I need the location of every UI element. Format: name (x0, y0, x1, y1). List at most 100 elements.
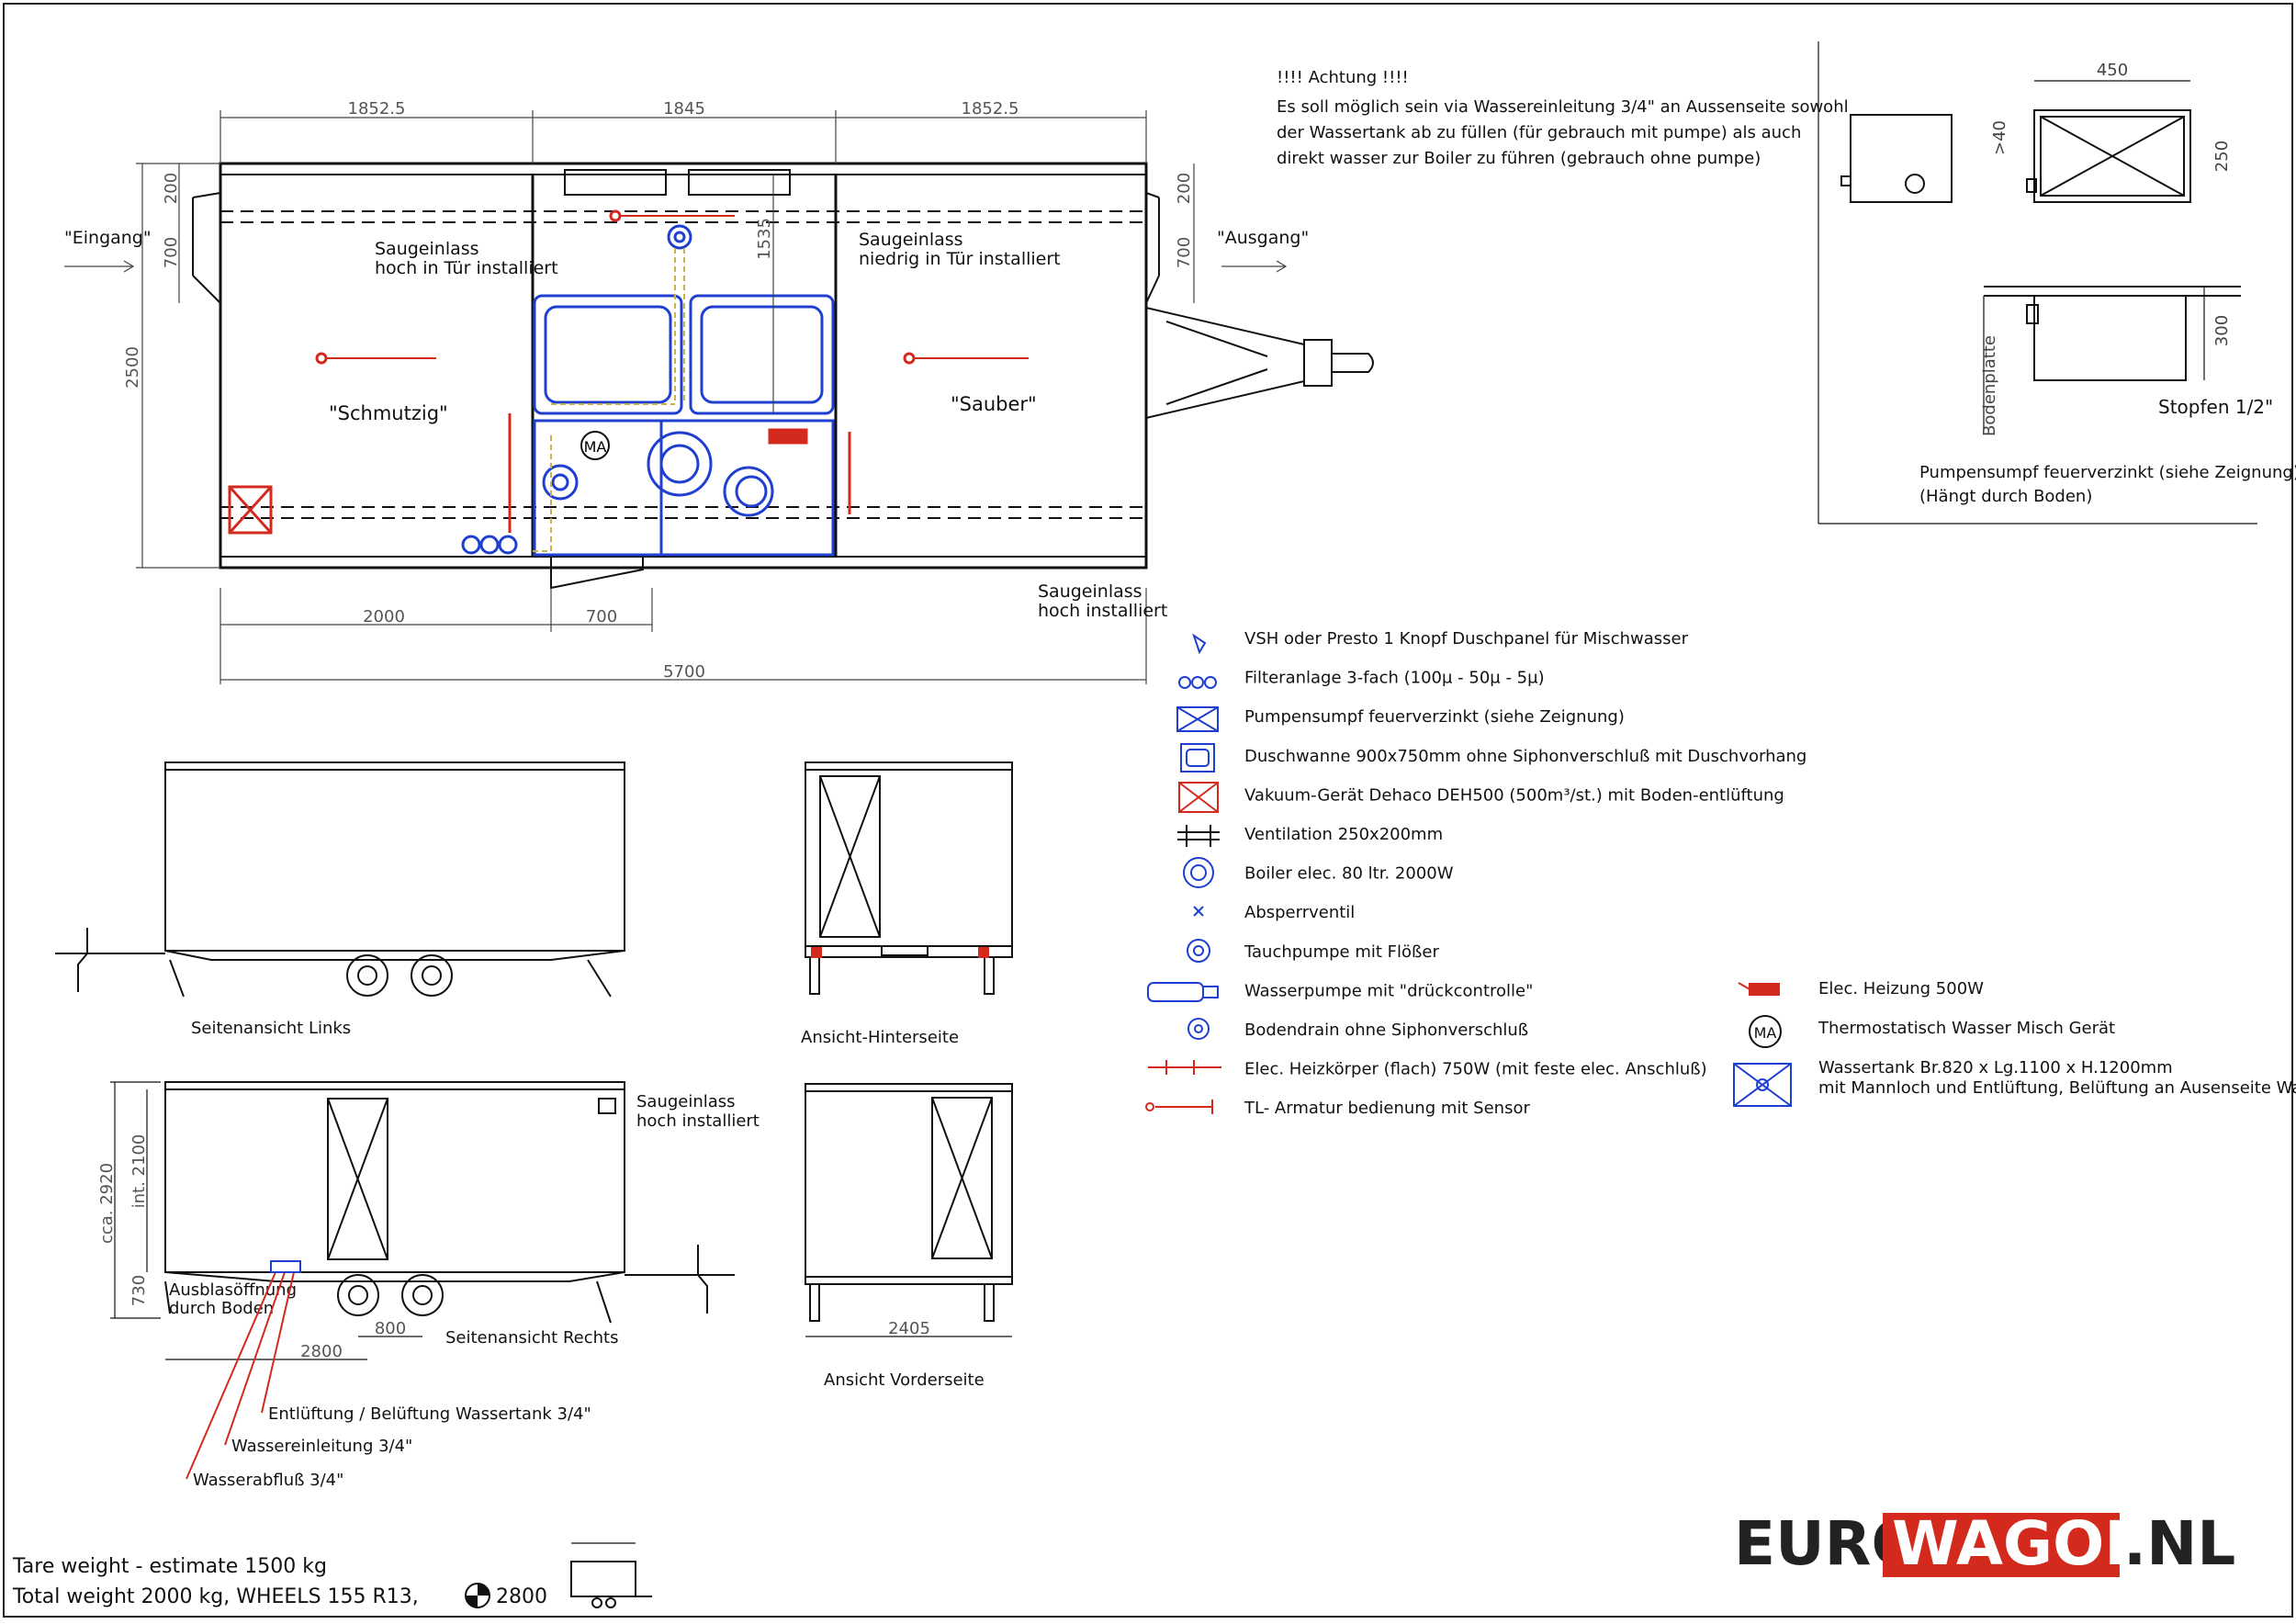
dim-800: 800 (375, 1319, 406, 1338)
submersible-pump-icon (1187, 939, 1210, 963)
legend-label-ventilation: Ventilation 250x200mm (1244, 825, 1443, 844)
side-saug-2: hoch installiert (636, 1111, 760, 1131)
saug-right-1: Saugeinlass (859, 230, 963, 250)
saug-left-2: hoch in Tür installiert (375, 258, 558, 278)
tank-dim-450: 450 (2097, 61, 2128, 80)
dim-right-700: 700 (1175, 237, 1194, 268)
eurowagon-logo: EURO WAGON .NL (1734, 1508, 2235, 1579)
callout-lines (186, 1260, 301, 1480)
tank-dim-40: >40 (1990, 120, 2009, 155)
trailer-thumbnail (570, 1542, 652, 1608)
legend-label-heater-flat: Elec. Heizkörper (flach) 750W (mit feste… (1244, 1060, 1707, 1079)
schmutzig-label: "Schmutzig" (329, 402, 448, 424)
tank-caption-1: Pumpensumpf feuerverzinkt (siehe Zeignun… (1919, 463, 2296, 482)
plan-dimension-text: 1852.5 1845 1852.5 200 700 2500 200 700 … (123, 99, 1194, 682)
vacuum-device-icon (1178, 782, 1219, 813)
dim-2800: 2800 (300, 1342, 343, 1361)
achtung-line-2: der Wassertank ab zu füllen (für gebrauc… (1277, 123, 1801, 142)
water-pump-icon (1147, 982, 1219, 1002)
callout-text: Entlüftung / Belüftung Wassertank 3/4" W… (193, 1404, 591, 1490)
rear-caption: Ansicht-Hinterseite (801, 1028, 959, 1047)
side-right-text: Saugeinlass hoch installiert Ausblasöffn… (97, 1092, 760, 1361)
achtung-title: !!!! Achtung !!!! (1277, 68, 1409, 87)
legend-label-submersible-pump: Tauchpumpe mit Flößer (1244, 942, 1439, 962)
legend-label-vacuum-device: Vakuum-Gerät Dehaco DEH500 (500m³/st.) m… (1244, 785, 1784, 805)
footer: Tare weight - estimate 1500 kg Total wei… (12, 1555, 547, 1608)
tank-dim-250: 250 (2212, 141, 2232, 172)
side-right-caption: Seitenansicht Rechts (445, 1328, 618, 1348)
tank-bodenplatte: Bodenplatte (1980, 335, 1999, 436)
heater-500w-icon (1738, 982, 1780, 996)
shower-tray-icon (1180, 743, 1215, 773)
front-view (805, 1083, 1013, 1337)
tl-fitting-icon (1145, 1100, 1213, 1114)
legend-label-shower-panel: VSH oder Presto 1 Knopf Duschpanel für M… (1244, 629, 1689, 648)
boiler-icon (1183, 857, 1214, 888)
tank-dim-300: 300 (2212, 315, 2232, 346)
mixer-ma-label: MA (1754, 1024, 1777, 1042)
legend-label-filter: Filteranlage 3-fach (100µ - 50µ - 5µ) (1244, 669, 1545, 688)
callout-einleitung: Wassereinleitung 3/4" (231, 1437, 412, 1456)
dim-2100: int. 2100 (129, 1134, 149, 1209)
dim-left-700: 700 (162, 237, 181, 268)
legend-right-tank-1: Wassertank Br.820 x Lg.1100 x H.1200mm (1818, 1058, 2173, 1077)
shower-fixtures (461, 224, 835, 557)
dim-2405: 2405 (888, 1319, 930, 1338)
side-view-left (55, 761, 625, 998)
ma-symbol: MA (580, 431, 610, 460)
legend-right-heater: Elec. Heizung 500W (1818, 979, 1984, 998)
tank-detail (1818, 41, 2257, 524)
legend-label-boiler: Boiler elec. 80 ltr. 2000W (1244, 864, 1454, 884)
logo-red-box (1883, 1513, 2120, 1577)
saug-bottom-2: hoch installiert (1038, 601, 1167, 621)
achtung-line-3: direkt wasser zur Boiler zu führen (gebr… (1277, 149, 1761, 168)
dim-inner-1535: 1535 (755, 218, 774, 260)
ma-label: MA (584, 438, 607, 456)
tank-detail-text: 450 >40 250 300 Bodenplatte Stopfen 1/2"… (1919, 61, 2296, 506)
legend-label-shutoff-valve: Absperrventil (1244, 903, 1355, 922)
tank-caption-2: (Hängt durch Boden) (1919, 487, 2092, 506)
sauber-label: "Sauber" (951, 393, 1037, 415)
callout-abfluss: Wasserabfluß 3/4" (193, 1471, 343, 1490)
shutoff-valve-icon (1193, 906, 1204, 917)
legend-right-tank-2: mit Mannloch und Entlüftung, Belüftung a… (1818, 1078, 2296, 1098)
red-heaters (228, 209, 1029, 535)
eingang-label: "Eingang" (64, 228, 152, 248)
footer-line-2: Total weight 2000 kg, WHEELS 155 R13, (12, 1585, 419, 1608)
legend-label-water-pump: Wasserpumpe mit "drückcontrolle" (1244, 981, 1533, 1000)
dim-right-200: 200 (1175, 173, 1194, 204)
achtung-line-1: Es soll möglich sein via Wassereinleitun… (1277, 97, 1849, 117)
side-left-caption: Seitenansicht Links (191, 1019, 351, 1038)
legend-right-mixer: Thermostatisch Wasser Misch Gerät (1818, 1019, 2115, 1038)
sheet-border (3, 3, 2293, 1618)
wheel-icon-fill (466, 1584, 490, 1607)
dim-top-3: 1852.5 (962, 99, 1019, 118)
ausblas-1: Ausblasöffnung (169, 1280, 297, 1300)
legend-right: Elec. Heizung 500W MA Thermostatisch Was… (1754, 979, 2296, 1098)
rear-view (805, 761, 1013, 995)
dim-bottom-5700: 5700 (663, 662, 705, 682)
ventilation-icon (1177, 825, 1220, 847)
filter-icon (1178, 676, 1217, 689)
saug-bottom-1: Saugeinlass (1038, 581, 1142, 602)
dim-top-2: 1845 (663, 99, 705, 118)
tank-stopfen: Stopfen 1/2" (2158, 396, 2273, 418)
side-saug-1: Saugeinlass (636, 1092, 736, 1111)
water-tank-icon (1733, 1063, 1792, 1107)
saug-right-2: niedrig in Tür installiert (859, 249, 1061, 269)
dim-top-1: 1852.5 (348, 99, 406, 118)
dim-bottom-2000: 2000 (363, 607, 405, 626)
front-view-text: 2405 Ansicht Vorderseite (824, 1319, 985, 1390)
ausgang-label: "Ausgang" (1217, 228, 1309, 248)
side-view-right (110, 1081, 735, 1360)
dim-bottom-700: 700 (586, 607, 617, 626)
floor-plan (192, 162, 1374, 590)
logo-nl: .NL (2123, 1508, 2235, 1579)
legend-label-shower-tray: Duschwanne 900x750mm ohne Siphonverschlu… (1244, 747, 1806, 766)
floor-drain-icon (1187, 1018, 1210, 1040)
ausblas-2: durch Boden (169, 1299, 274, 1318)
achtung-note: !!!! Achtung !!!! Es soll möglich sein v… (1277, 68, 1849, 168)
logo-wagon: WAGON (1892, 1508, 2155, 1579)
front-caption: Ansicht Vorderseite (824, 1370, 985, 1390)
